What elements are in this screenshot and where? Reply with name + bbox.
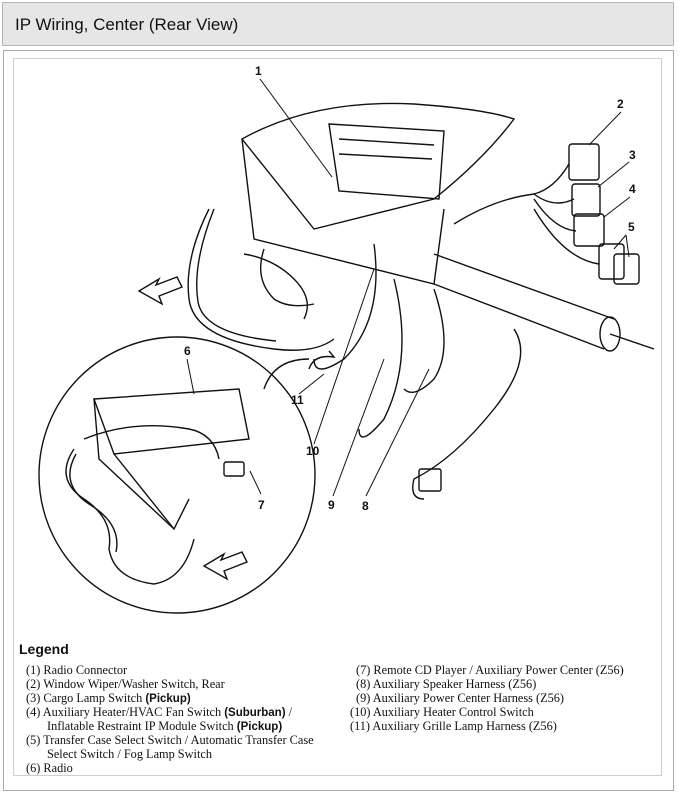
switch-2 xyxy=(568,143,600,181)
callout-7: 7 xyxy=(258,498,265,512)
harness-right-down xyxy=(412,328,522,500)
harness-10 xyxy=(313,243,377,370)
arrow-left-bottom xyxy=(202,551,248,581)
harness-8 xyxy=(403,288,445,393)
switch-5a xyxy=(598,243,625,280)
radio-body xyxy=(93,388,250,455)
legend-item-11: (11) Auxiliary Grille Lamp Harness (Z56) xyxy=(350,719,557,733)
wiring-diagram: 1 2 3 4 5 6 7 8 9 10 11 xyxy=(38,64,655,614)
callout-5: 5 xyxy=(628,220,635,234)
legend-item-1: (1) Radio Connector xyxy=(26,663,128,677)
legend-item-4-cont: Inflatable Restraint IP Module Switch (P… xyxy=(47,719,283,733)
curved-arrow xyxy=(263,350,336,390)
legend-item-4: (4) Auxiliary Heater/HVAC Fan Switch (Su… xyxy=(26,705,293,719)
legend-item-8: (8) Auxiliary Speaker Harness (Z56) xyxy=(356,677,537,691)
callout-6: 6 xyxy=(184,344,191,358)
callout-11: 11 xyxy=(291,393,304,407)
harness-9 xyxy=(358,278,403,438)
page-title: IP Wiring, Center (Rear View) xyxy=(15,15,239,34)
callout-4: 4 xyxy=(629,182,636,196)
dash-top xyxy=(240,102,516,230)
steering-column xyxy=(433,253,615,350)
callout-3: 3 xyxy=(629,148,636,162)
switch-4 xyxy=(573,213,605,247)
diagram-frame xyxy=(3,50,674,791)
legend-item-6: (6) Radio xyxy=(26,761,73,775)
arrow-left-top xyxy=(137,276,183,306)
radio-opening xyxy=(328,123,445,200)
switch-3 xyxy=(571,183,601,217)
legend-item-9: (9) Auxiliary Power Center Harness (Z56) xyxy=(356,691,564,705)
radio-harness xyxy=(65,448,195,585)
legend-item-5: (5) Transfer Case Select Switch / Automa… xyxy=(26,733,314,747)
callout-9: 9 xyxy=(328,498,335,512)
legend-item-3: (3) Cargo Lamp Switch (Pickup) xyxy=(26,691,191,705)
legend-item-10: (10) Auxiliary Heater Control Switch xyxy=(350,705,534,719)
callout-10: 10 xyxy=(306,444,320,458)
dash-front xyxy=(241,138,445,285)
legend-title: Legend xyxy=(19,641,69,657)
switch-5b xyxy=(613,253,640,285)
callout-2: 2 xyxy=(617,97,624,111)
diagram-inner-frame xyxy=(13,58,662,776)
page-header: IP Wiring, Center (Rear View) xyxy=(2,2,674,46)
harness-right xyxy=(453,163,600,265)
legend-item-5-cont: Select Switch / Fog Lamp Switch xyxy=(47,747,212,761)
callout-1: 1 xyxy=(255,64,262,78)
harness-left xyxy=(187,208,335,351)
legend-item-2: (2) Window Wiper/Washer Switch, Rear xyxy=(26,677,225,691)
legend-item-7: (7) Remote CD Player / Auxiliary Power C… xyxy=(356,663,624,677)
detail-circle xyxy=(38,336,316,614)
callout-8: 8 xyxy=(362,499,369,513)
